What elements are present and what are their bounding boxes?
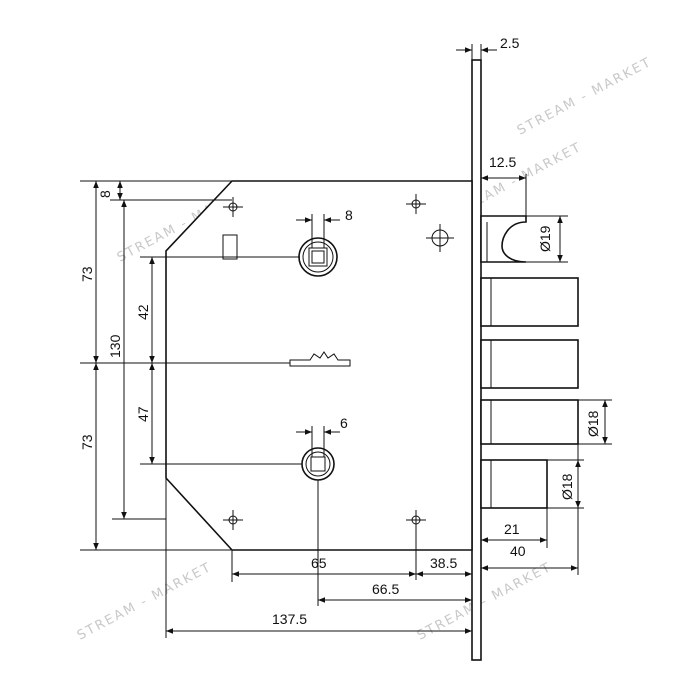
watermark: STREAM - MARKET <box>515 55 655 139</box>
latch-bolt <box>480 215 527 263</box>
dim-label: 38.5 <box>430 555 457 571</box>
dim-label: Ø18 <box>559 473 575 500</box>
dim-label: 8 <box>345 207 353 223</box>
dim-label: 6 <box>340 415 348 431</box>
dim-spindle-sizes: 8 6 <box>296 207 353 457</box>
dim-label: 47 <box>135 406 151 422</box>
short-bolt <box>480 459 548 509</box>
keyhole <box>289 351 351 367</box>
dim-spindle-offsets: 42 47 <box>135 256 302 465</box>
dim-label: Ø18 <box>585 410 601 437</box>
dim-label: 65 <box>311 555 327 571</box>
dim-bolt-throws: 21 40 <box>481 444 579 575</box>
dead-bolt <box>480 339 579 389</box>
dim-label: 66.5 <box>372 581 399 597</box>
dim-bottom-horizontals: 65 38.5 66.5 137.5 <box>165 478 472 638</box>
dim-label: 73 <box>79 434 95 450</box>
dim-latch-offset: 12.5 <box>481 154 527 216</box>
dim-label: 8 <box>97 190 113 198</box>
dim-label: 42 <box>135 304 151 320</box>
dim-label: 2.5 <box>500 35 520 51</box>
dim-latch-diameter: Ø19 <box>526 215 568 263</box>
dim-left-verticals: 8 73 73 130 <box>79 180 232 551</box>
dead-bolt <box>480 277 579 327</box>
upper-spindle-hub <box>298 237 338 277</box>
dim-label: 130 <box>107 334 123 358</box>
dead-bolt <box>480 399 579 445</box>
mounting-holes <box>223 194 454 530</box>
dim-label: 12.5 <box>489 154 516 170</box>
dim-label: 21 <box>504 521 520 537</box>
dead-bolts <box>480 277 579 509</box>
faceplate <box>471 59 482 661</box>
dim-label: 40 <box>510 543 526 559</box>
dim-label: Ø19 <box>537 225 553 252</box>
dim-label: 137.5 <box>272 611 307 627</box>
lower-spindle-hub <box>301 447 335 481</box>
dim-label: 73 <box>79 266 95 282</box>
dim-faceplate-thickness: 2.5 <box>456 35 520 60</box>
case-slot <box>222 234 238 260</box>
